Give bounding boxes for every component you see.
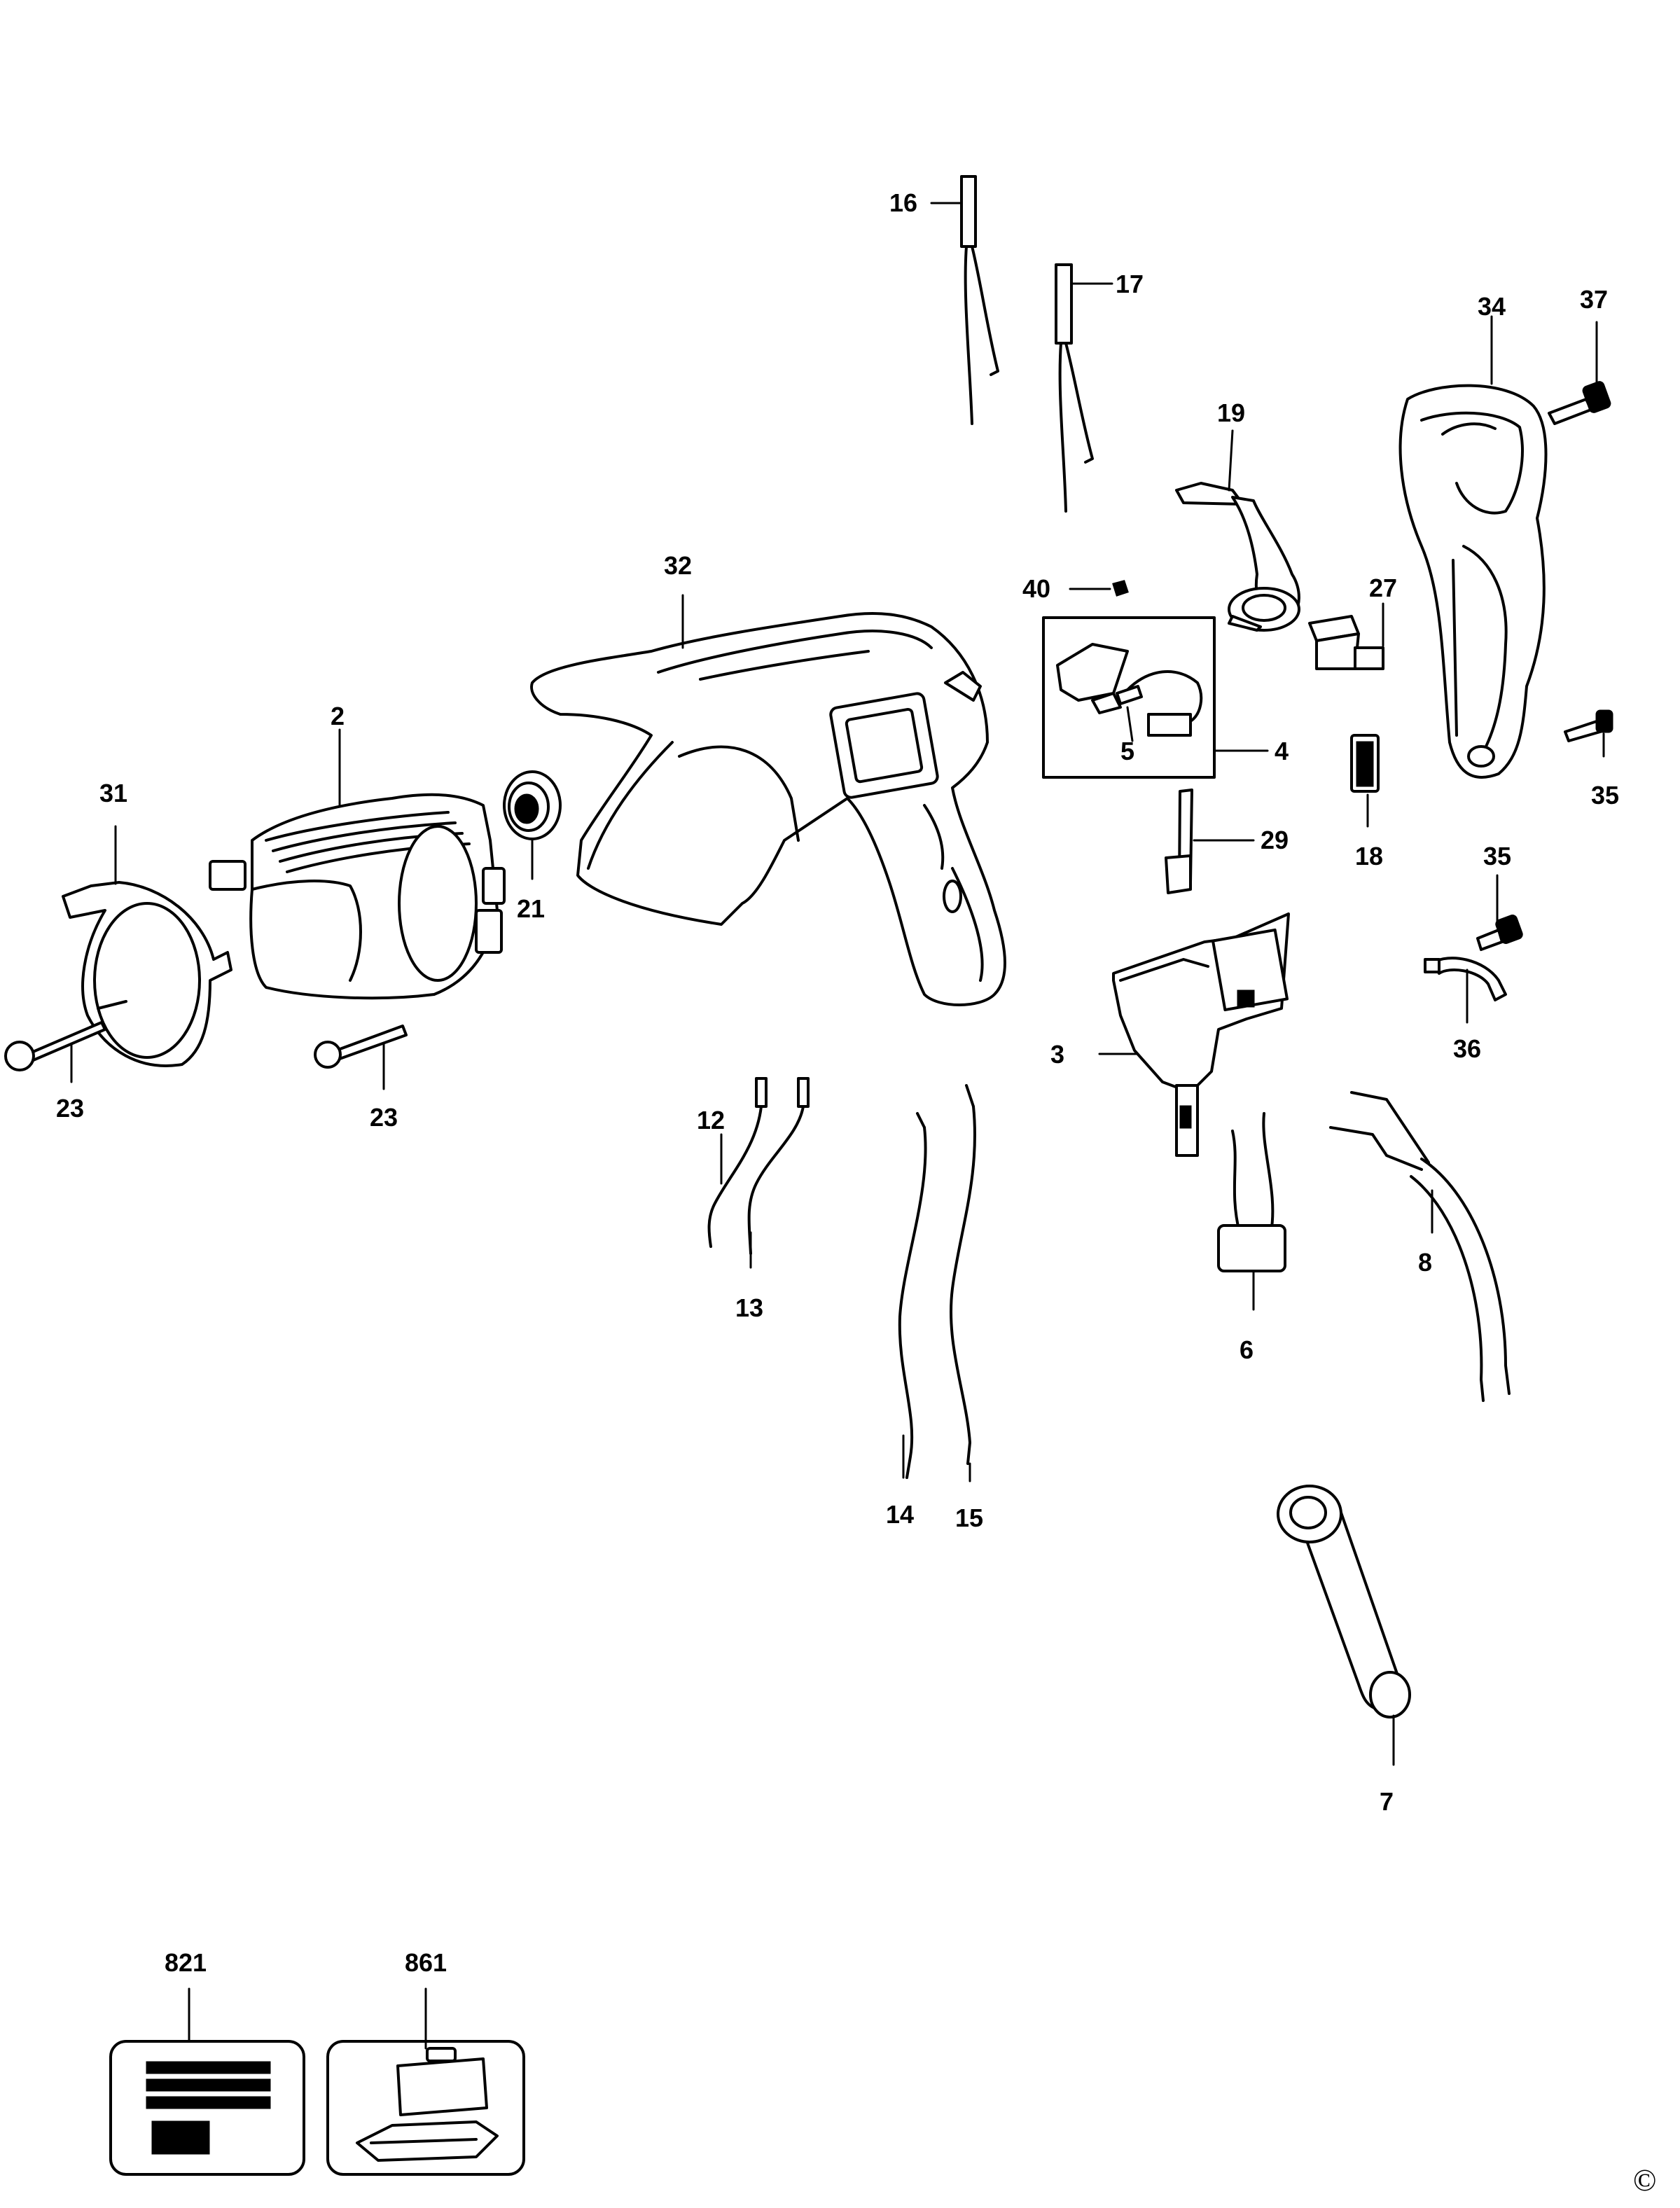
label-34: 34 xyxy=(1478,292,1506,321)
part-6-capacitor: 6 xyxy=(1217,1112,1286,1364)
part-29-switch-lever: 29 xyxy=(1165,789,1289,894)
label-35-lower: 35 xyxy=(1483,842,1511,870)
part-31-baffle: 31 xyxy=(62,779,232,1067)
label-36: 36 xyxy=(1453,1034,1481,1063)
label-5: 5 xyxy=(1120,737,1134,765)
part-27-suppressor: 27 xyxy=(1308,574,1397,670)
part-35-screw-upper: 35 xyxy=(1564,709,1619,810)
part-14-lead: 14 xyxy=(886,1112,927,1529)
label-40: 40 xyxy=(1022,574,1050,603)
label-23-left: 23 xyxy=(56,1094,84,1123)
part-23-screw-left: 23 xyxy=(4,1021,106,1123)
part-3-switch: 3 xyxy=(1050,912,1290,1157)
part-15-lead: 15 xyxy=(949,1084,983,1532)
part-821-manual: 821 xyxy=(109,1948,305,2176)
label-2: 2 xyxy=(331,702,345,730)
part-861-carry-case: 861 xyxy=(326,1948,525,2176)
part-32-motor-housing: 32 xyxy=(530,551,1006,1006)
part-18-carbon-brush: 18 xyxy=(1350,734,1383,870)
label-7: 7 xyxy=(1380,1787,1394,1816)
part-7-side-handle: 7 xyxy=(1277,1485,1411,1816)
part-17-brush-lead: 17 xyxy=(1055,263,1144,513)
label-3: 3 xyxy=(1050,1040,1064,1069)
part-19-switch-holder: 19 xyxy=(1175,398,1300,632)
label-31: 31 xyxy=(99,779,127,807)
part-23-screw-right: 23 xyxy=(314,1025,408,1132)
label-21: 21 xyxy=(517,894,545,923)
part-37-screw: 37 xyxy=(1548,285,1611,425)
label-18: 18 xyxy=(1355,842,1383,870)
label-32: 32 xyxy=(664,551,692,580)
label-16: 16 xyxy=(889,188,917,217)
label-37: 37 xyxy=(1580,285,1608,314)
label-27: 27 xyxy=(1369,574,1397,602)
part-16-brush-lead: 16 xyxy=(889,175,999,425)
label-14: 14 xyxy=(886,1500,914,1529)
label-12: 12 xyxy=(697,1106,725,1134)
label-821: 821 xyxy=(165,1948,207,1977)
label-8: 8 xyxy=(1418,1248,1432,1277)
part-8-power-cord: 8 xyxy=(1329,1091,1511,1402)
part-2-field-coil: 2 xyxy=(209,702,506,1000)
label-35-upper: 35 xyxy=(1591,781,1619,810)
part-35-screw-lower: 35 xyxy=(1476,842,1523,951)
label-6: 6 xyxy=(1240,1335,1254,1364)
label-17: 17 xyxy=(1116,270,1144,298)
label-4: 4 xyxy=(1275,737,1289,765)
label-29: 29 xyxy=(1261,826,1289,854)
label-19: 19 xyxy=(1217,398,1245,427)
part-13-lead: 13 xyxy=(735,1077,810,1322)
label-23-right: 23 xyxy=(370,1103,398,1132)
part-34-handle-half: 34 xyxy=(1398,292,1548,779)
label-13: 13 xyxy=(735,1293,763,1322)
part-21-bearing: 21 xyxy=(503,770,562,923)
label-15: 15 xyxy=(955,1504,983,1532)
part-4-brush-holder-box: 5 4 xyxy=(1042,616,1289,779)
copyright-mark: © xyxy=(1633,2163,1656,2197)
part-40-small-screw: 40 xyxy=(1022,574,1129,603)
part-36-cord-clamp: 36 xyxy=(1424,957,1507,1063)
label-861: 861 xyxy=(405,1948,447,1977)
part-12-lead: 12 xyxy=(697,1077,768,1248)
